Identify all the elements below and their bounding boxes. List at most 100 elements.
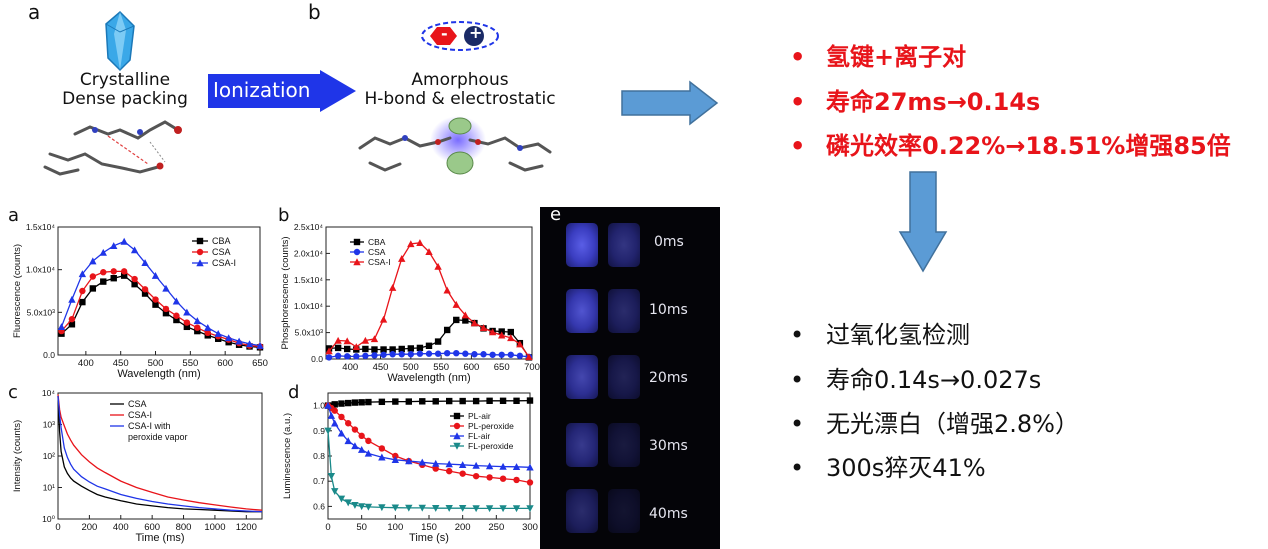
data-point bbox=[445, 504, 453, 512]
data-point bbox=[434, 338, 442, 345]
bullet-lifetime-decrease: •寿命0.14s→0.027s bbox=[790, 366, 1042, 394]
data-point bbox=[416, 344, 424, 352]
vial-20ms-left bbox=[566, 355, 598, 399]
x-axis-label: Time (s) bbox=[409, 532, 449, 544]
y-tick-label: 0.8 bbox=[313, 451, 325, 461]
data-point bbox=[331, 407, 338, 414]
data-point bbox=[345, 420, 352, 427]
data-point bbox=[327, 411, 336, 419]
y-tick-label: 1.5x10⁴ bbox=[26, 222, 56, 232]
data-point bbox=[432, 465, 439, 472]
data-point bbox=[499, 475, 507, 482]
data-point bbox=[498, 331, 506, 339]
x-axis-label: Wavelength (nm) bbox=[117, 368, 200, 380]
data-point bbox=[507, 328, 514, 336]
data-point bbox=[362, 352, 369, 360]
data-point bbox=[324, 401, 332, 409]
data-point bbox=[443, 286, 451, 294]
vial-40ms-right bbox=[608, 489, 640, 533]
legend-label: PL-air bbox=[468, 411, 491, 421]
data-point bbox=[334, 352, 342, 360]
x-tick-label: 150 bbox=[421, 522, 437, 533]
x-tick-label: 50 bbox=[356, 522, 367, 533]
y-tick-label: 10³ bbox=[43, 420, 55, 430]
vial-20ms-right bbox=[608, 355, 640, 399]
x-tick-label: 650 bbox=[252, 358, 268, 369]
legend-marker bbox=[196, 248, 204, 256]
series-line-csa-i bbox=[57, 394, 263, 511]
data-point bbox=[365, 398, 372, 406]
y-axis-label: Luminescence (a.u.) bbox=[282, 413, 293, 499]
x-tick-label: 400 bbox=[78, 358, 94, 369]
data-point bbox=[141, 290, 149, 297]
data-point bbox=[472, 505, 480, 513]
data-point bbox=[162, 309, 170, 317]
data-point bbox=[416, 350, 424, 357]
chart-b-letter: b bbox=[278, 205, 290, 226]
x-tick-label: 600 bbox=[144, 522, 160, 533]
bullet-quenching: •300s猝灭41% bbox=[790, 454, 986, 482]
series-line-csa bbox=[57, 396, 262, 513]
series-line-csa-i bbox=[60, 240, 261, 347]
data-point bbox=[327, 472, 336, 480]
data-point bbox=[405, 457, 413, 465]
data-point bbox=[479, 324, 488, 332]
plot-frame bbox=[327, 392, 531, 520]
data-point bbox=[141, 286, 149, 293]
data-point bbox=[462, 350, 469, 357]
data-point bbox=[398, 345, 405, 353]
amorphous-label: Amorphous bbox=[411, 70, 509, 90]
data-point bbox=[100, 278, 107, 285]
data-point bbox=[194, 324, 201, 331]
ionization-label: Ionization bbox=[213, 78, 311, 102]
data-point bbox=[486, 397, 493, 405]
data-point bbox=[507, 334, 515, 342]
legend-marker bbox=[453, 432, 461, 440]
crystalline-label: Crystalline bbox=[79, 70, 171, 90]
data-point bbox=[453, 349, 460, 357]
series-line-fl-air bbox=[327, 405, 531, 468]
legend-marker bbox=[453, 422, 461, 430]
bullet-efficiency-increase: •磷光效率0.22%→18.51%增强85倍 bbox=[790, 132, 1231, 160]
data-point bbox=[461, 311, 470, 319]
y-tick-label: 10¹ bbox=[43, 483, 55, 493]
data-point bbox=[398, 351, 405, 358]
vial-40ms-left bbox=[566, 489, 598, 533]
data-point bbox=[489, 351, 496, 358]
data-point bbox=[392, 398, 399, 405]
data-point bbox=[344, 437, 352, 445]
data-point bbox=[334, 336, 342, 344]
data-point bbox=[526, 397, 534, 404]
series-line-csa-i bbox=[328, 242, 530, 358]
data-point bbox=[214, 329, 222, 337]
x-tick-label: 1200 bbox=[236, 522, 257, 533]
data-point bbox=[389, 346, 396, 353]
data-point bbox=[351, 501, 359, 509]
molecule-crystal-image bbox=[43, 120, 182, 176]
y-tick-label: 5.0x10³ bbox=[27, 307, 56, 317]
data-point bbox=[458, 461, 467, 469]
data-point bbox=[79, 298, 86, 306]
y-tick-label: 2.0x10⁴ bbox=[294, 248, 324, 258]
bullet-no-photobleaching: •无光漂白（增强2.8%） bbox=[790, 410, 1079, 438]
y-axis-label: Phosphorescence (counts) bbox=[280, 236, 291, 349]
data-point bbox=[398, 254, 406, 262]
legend-marker bbox=[353, 248, 361, 256]
y-tick-label: 1.0x10⁴ bbox=[294, 301, 324, 311]
legend-label: CSA bbox=[212, 247, 231, 257]
data-point bbox=[516, 352, 524, 360]
data-point bbox=[485, 462, 494, 470]
data-point bbox=[446, 397, 453, 405]
data-point bbox=[344, 499, 352, 507]
data-point bbox=[416, 239, 424, 247]
data-point bbox=[425, 342, 433, 349]
data-point bbox=[68, 321, 76, 328]
data-point bbox=[405, 504, 413, 512]
y-axis-label: Fluorescence (counts) bbox=[12, 244, 23, 338]
y-tick-label: 1.5x10⁴ bbox=[294, 275, 324, 285]
panel-b-letter: b bbox=[308, 0, 321, 24]
data-point bbox=[357, 446, 366, 453]
